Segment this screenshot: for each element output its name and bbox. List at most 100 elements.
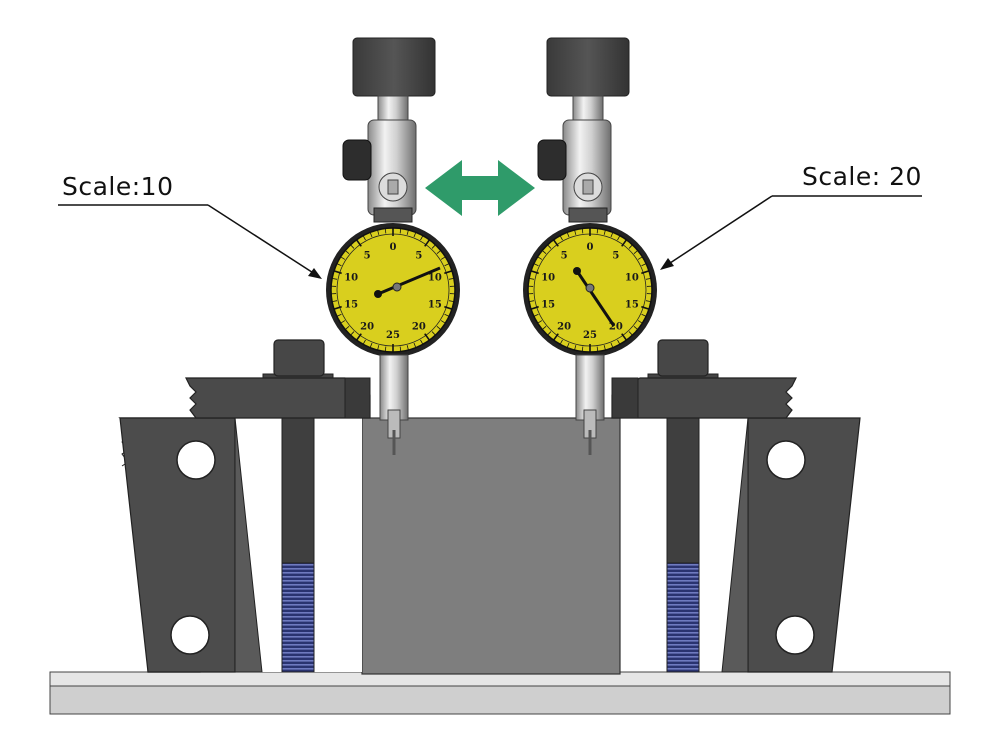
dial-tick: [377, 345, 380, 351]
dial-tick: [645, 300, 651, 303]
dial-tick: [603, 345, 606, 351]
dial-tick: [332, 277, 338, 280]
dial-tick: [637, 256, 643, 260]
dial-tick: [541, 250, 547, 254]
dial-tick: [431, 331, 436, 336]
dial-number: 10: [625, 272, 639, 283]
dial-tick: [628, 331, 633, 336]
dial-tick: [333, 305, 342, 310]
dial-ticks-left: [331, 228, 455, 352]
dial-number: 5: [364, 250, 371, 261]
dial-tick: [574, 345, 577, 351]
dial-number: 0: [390, 242, 397, 253]
dial-tick: [566, 342, 570, 348]
dial-tick: [610, 342, 614, 348]
dial-tick: [641, 263, 647, 267]
dial-tick: [596, 346, 599, 352]
dial-tick: [617, 339, 621, 345]
dial-tick: [547, 244, 552, 249]
dial-tick: [530, 270, 539, 275]
dial-tick: [617, 235, 621, 241]
dial-tick: [350, 331, 355, 336]
dial-tick: [552, 239, 559, 247]
clamp-left: [185, 377, 371, 419]
dial-tick: [384, 228, 387, 234]
dial-number: 20: [360, 322, 374, 333]
dial-number: 15: [428, 300, 442, 311]
dial-tick: [529, 300, 535, 303]
dial-tick: [336, 263, 342, 267]
dial-tick: [621, 333, 628, 341]
bolt-left: [262, 339, 334, 673]
dial-tick: [399, 228, 402, 234]
dial-number: 0: [587, 242, 594, 253]
dial-ticks-right: [528, 228, 652, 352]
dial-tick: [384, 346, 387, 352]
dial-number: 20: [609, 322, 623, 333]
dial-tick: [621, 239, 628, 247]
dial-number: 25: [583, 330, 597, 341]
dial-number: 10: [428, 272, 442, 283]
dial-tick: [633, 250, 639, 254]
dial-tick: [340, 256, 346, 260]
dial-tick: [444, 313, 450, 317]
dial-tick: [431, 244, 436, 249]
dial-tick: [336, 313, 342, 317]
dial-tick: [362, 339, 366, 345]
dial-tick: [581, 346, 584, 352]
dial-tick: [603, 229, 606, 235]
dial-tick: [581, 228, 584, 234]
dial-number: 10: [344, 272, 358, 283]
dial-tick: [633, 326, 639, 330]
dial-tick: [541, 326, 547, 330]
double-arrow-icon: [425, 160, 535, 216]
dial-number: 15: [344, 300, 358, 311]
dial-tick: [420, 235, 424, 241]
dial-tick: [552, 333, 559, 341]
dial-tick: [610, 232, 614, 238]
dial-number: 5: [415, 250, 422, 261]
step-block-left: [118, 417, 362, 673]
workpiece-block: [361, 417, 621, 675]
dial-number: 20: [412, 322, 426, 333]
needle-right: [575, 270, 616, 327]
dial-tick: [413, 342, 417, 348]
dial-tick: [637, 320, 643, 324]
dial-tick: [369, 342, 373, 348]
dial-tick: [444, 305, 453, 310]
dial-number: 5: [561, 250, 568, 261]
scale-label-right: Scale: 20: [802, 162, 922, 191]
dial-tick: [377, 229, 380, 235]
dial-tick: [529, 277, 535, 280]
dial-tick: [530, 305, 539, 310]
dial-number: 10: [541, 272, 555, 283]
dial-tick: [362, 235, 366, 241]
dial-number: 20: [557, 322, 571, 333]
dial-tick: [444, 263, 450, 267]
base-plate: [49, 671, 951, 715]
dial-tick: [537, 256, 543, 260]
dial-tick: [448, 300, 454, 303]
dial-tick: [332, 300, 338, 303]
dial-tick: [533, 313, 539, 317]
dial-number: 15: [625, 300, 639, 311]
dial-tick: [436, 326, 442, 330]
dial-tick: [344, 250, 350, 254]
dial-tick: [444, 270, 453, 275]
callout-left: [58, 204, 322, 279]
dial-tick: [420, 339, 424, 345]
dial-tick: [440, 256, 446, 260]
clamp-right: [611, 377, 797, 419]
dial-tick: [547, 331, 552, 336]
dial-tick: [628, 244, 633, 249]
dial-tick: [413, 232, 417, 238]
dial-tick: [537, 320, 543, 324]
dial-tick: [369, 232, 373, 238]
dial-tick: [355, 239, 362, 247]
dial-tick: [574, 229, 577, 235]
dial-tick: [559, 235, 563, 241]
dial-tick: [424, 333, 431, 341]
dial-tick: [344, 326, 350, 330]
